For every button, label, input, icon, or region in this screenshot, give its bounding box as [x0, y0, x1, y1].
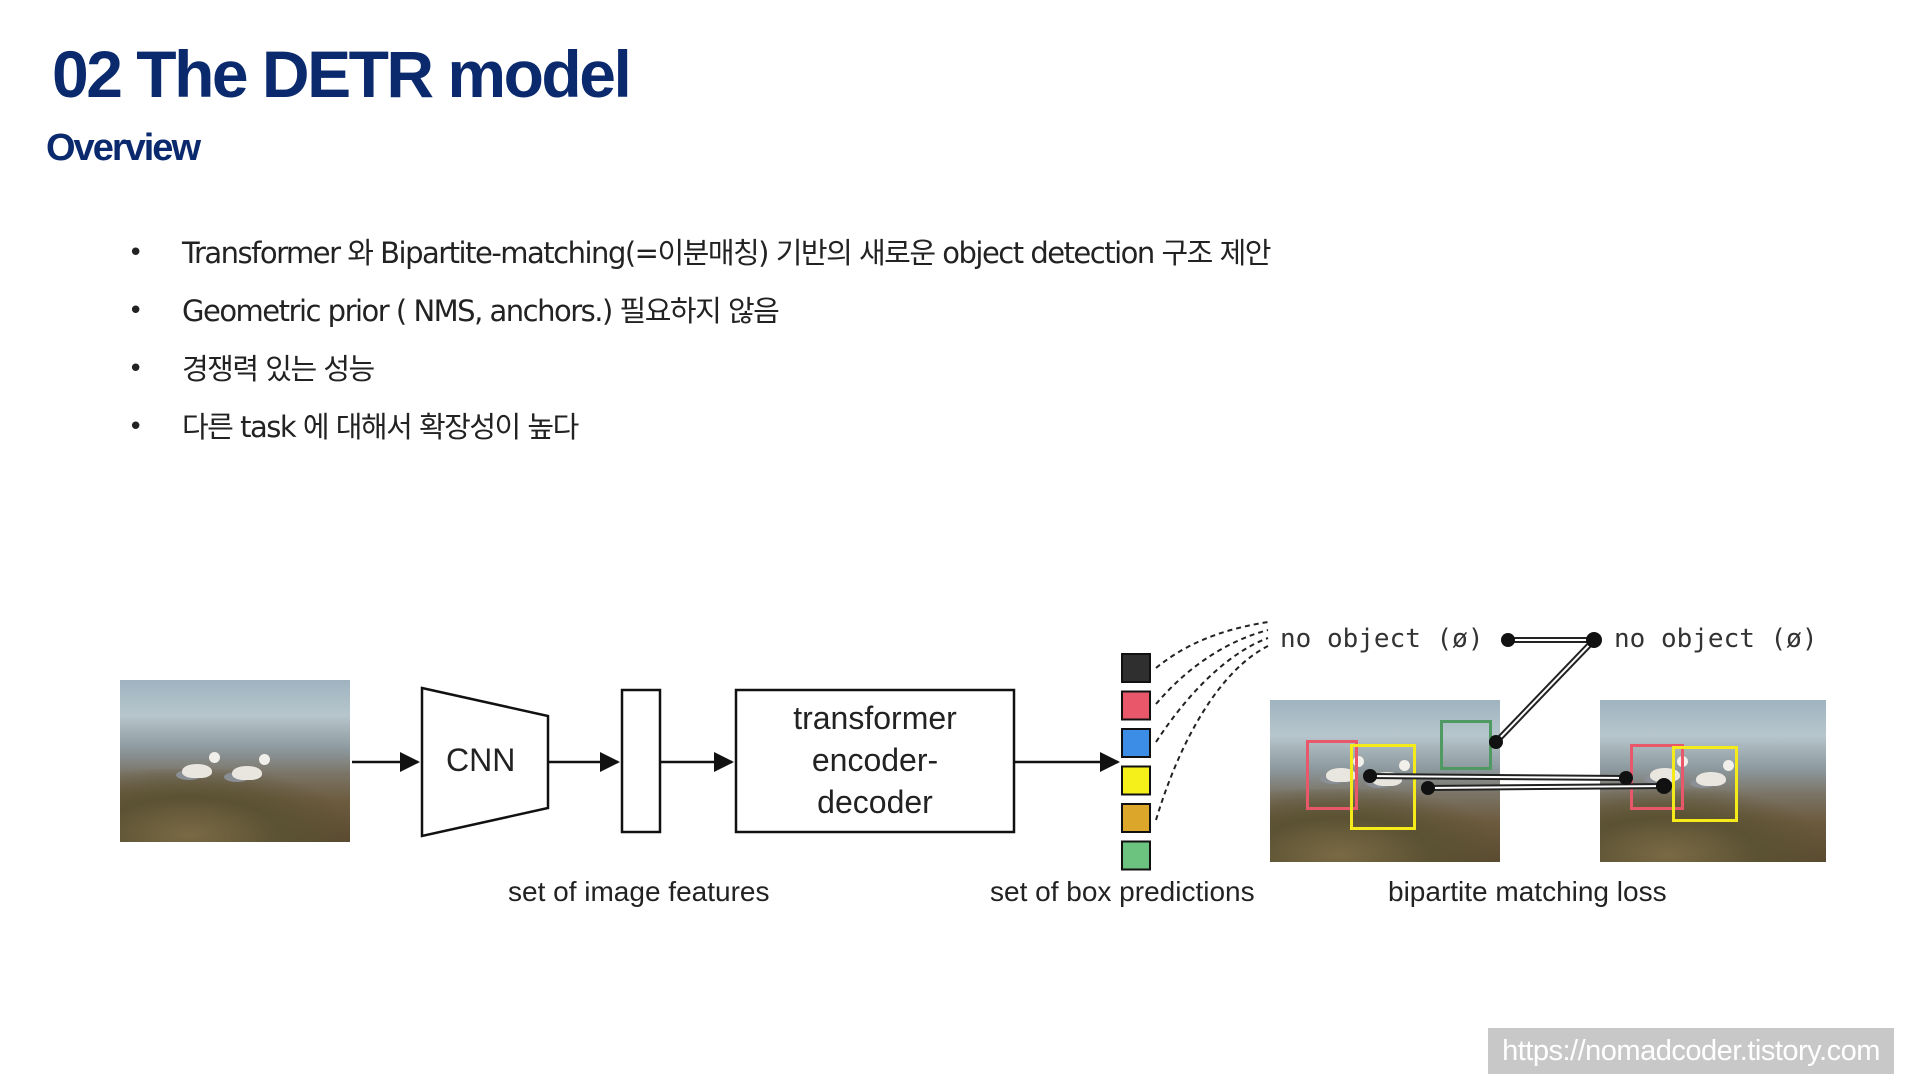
gull-bird: [1696, 760, 1734, 786]
bullet-marker: •: [128, 296, 144, 326]
rock-area: [1600, 789, 1826, 862]
matching-image-right: [1600, 700, 1826, 862]
yellow-bounding-box: [1672, 746, 1738, 822]
match-dot: [1586, 632, 1602, 648]
match-dot: [1656, 778, 1672, 794]
no-object-label-left: no object (ø): [1280, 624, 1484, 654]
bullet-text: 경쟁력 있는 성능: [182, 352, 375, 386]
prediction-square: [1121, 840, 1151, 871]
cnn-label: CNN: [446, 742, 516, 778]
bullet-text: Transformer 와 Bipartite-matching(=이분매칭) …: [182, 236, 1271, 270]
bullet-marker: •: [128, 238, 144, 268]
prediction-square: [1121, 690, 1151, 721]
match-dot: [1489, 735, 1503, 749]
red-bounding-box: [1306, 740, 1358, 810]
prediction-square: [1121, 765, 1151, 796]
caption-bipartite-loss: bipartite matching loss: [1388, 876, 1667, 907]
match-line-red: [1369, 775, 1627, 779]
caption-image-features: set of image features: [508, 876, 770, 907]
dashed-link: [1155, 629, 1269, 705]
dashed-link: [1155, 621, 1269, 669]
match-dot: [1363, 769, 1377, 783]
caption-box-predictions: set of box predictions: [990, 876, 1255, 907]
bullet-text: 다른 task 에 대해서 확장성이 높다: [182, 410, 579, 444]
bullet-marker: •: [128, 412, 144, 442]
cnn-block: [420, 686, 550, 838]
list-item: • 경쟁력 있는 성능: [128, 340, 1270, 398]
prediction-square: [1121, 803, 1151, 833]
gull-bird: [182, 752, 220, 778]
image-features-block: [620, 688, 662, 834]
bullet-marker: •: [128, 354, 144, 384]
transformer-label-line1: transformer: [793, 700, 957, 736]
match-line-yellow: [1427, 785, 1665, 789]
dashed-link: [1155, 645, 1269, 821]
gull-bird: [1326, 756, 1364, 782]
dashed-link: [1155, 637, 1269, 743]
yellow-bounding-box: [1350, 744, 1416, 830]
prediction-square: [1121, 653, 1151, 683]
section-subtitle: Overview: [46, 127, 201, 169]
match-dot: [1421, 781, 1435, 795]
transformer-label-line2: encoder-: [811, 742, 939, 778]
transformer-label-line3: decoder: [817, 784, 933, 820]
bullet-text: Geometric prior ( NMS, anchors.) 필요하지 않음: [182, 294, 780, 328]
list-item: • 다른 task 에 대해서 확장성이 높다: [128, 398, 1270, 456]
match-dot: [1501, 633, 1515, 647]
list-item: • Geometric prior ( NMS, anchors.) 필요하지 않…: [128, 282, 1270, 340]
no-object-label-right: no object (ø): [1614, 624, 1818, 654]
match-dot: [1619, 771, 1633, 785]
bullet-list: • Transformer 와 Bipartite-matching(=이분매칭)…: [128, 224, 1271, 456]
input-image: [120, 680, 350, 842]
matching-image-left: [1270, 700, 1500, 862]
watermark-url: https://nomadcoder.tistory.com: [1488, 1028, 1894, 1074]
list-item: • Transformer 와 Bipartite-matching(=이분매칭)…: [128, 224, 1271, 282]
box-predictions: [1121, 653, 1151, 871]
prediction-square: [1121, 728, 1151, 758]
match-line-diagonal: [1495, 639, 1595, 743]
gull-bird: [232, 754, 270, 780]
page-title: 02 The DETR model: [52, 37, 632, 111]
